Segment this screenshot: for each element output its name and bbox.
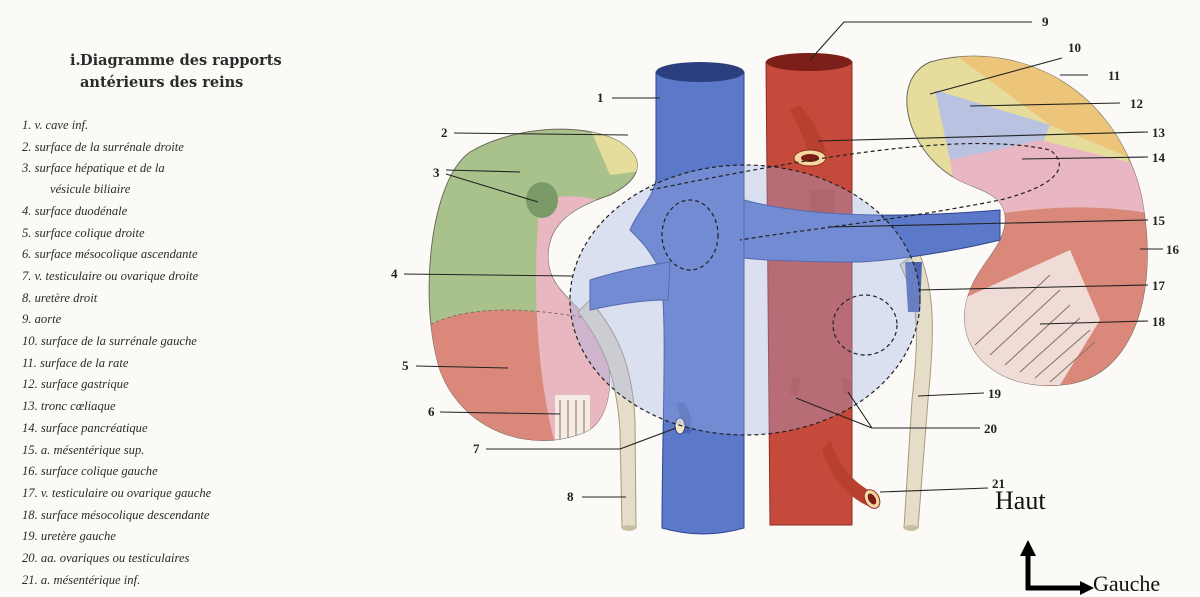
right-ureter-end (622, 525, 636, 531)
left-arrow-head (1080, 581, 1094, 595)
vena-cava-lumen (656, 62, 744, 82)
orientation-label-left: Gauche (1093, 571, 1160, 597)
label-11: 11 (1108, 68, 1120, 83)
label-16: 16 (1166, 242, 1180, 257)
left-ureter-end (904, 525, 918, 531)
label-5: 5 (402, 358, 409, 373)
orientation-label-up: Haut (995, 486, 1046, 516)
leader-9 (810, 22, 1032, 60)
label-13: 13 (1152, 125, 1166, 140)
label-2: 2 (441, 125, 448, 140)
label-19: 19 (988, 386, 1002, 401)
label-9: 9 (1042, 14, 1049, 29)
label-7: 7 (473, 441, 480, 456)
label-14: 14 (1152, 150, 1166, 165)
label-10: 10 (1068, 40, 1081, 55)
label-6: 6 (428, 404, 435, 419)
aorta-lumen (766, 53, 852, 71)
duodenum-outline (570, 165, 920, 435)
label-1: 1 (597, 90, 604, 105)
up-arrow-head (1020, 540, 1036, 556)
label-18: 18 (1152, 314, 1166, 329)
label-3: 3 (433, 165, 440, 180)
label-4: 4 (391, 266, 398, 281)
leader-21 (880, 488, 988, 492)
label-8: 8 (567, 489, 574, 504)
label-12: 12 (1130, 96, 1143, 111)
label-20: 20 (984, 421, 997, 436)
orientation-arrows (1020, 540, 1094, 595)
label-17: 17 (1152, 278, 1166, 293)
label-15: 15 (1152, 213, 1166, 228)
